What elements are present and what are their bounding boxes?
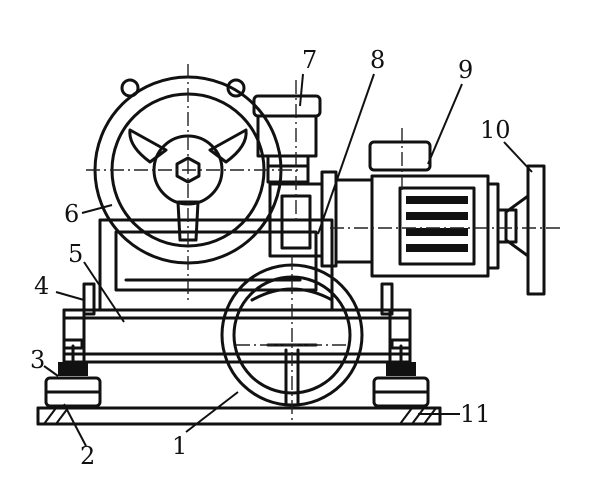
right-motor: [368, 140, 518, 278]
callout-4: 4: [34, 272, 49, 300]
callout-7: 7: [302, 46, 317, 74]
callout-10: 10: [480, 116, 511, 144]
callout-3: 3: [30, 346, 45, 374]
leader-lines: [43, 73, 533, 447]
right-isolator: [372, 338, 430, 408]
callout-9: 9: [458, 56, 473, 84]
callout-8: 8: [370, 46, 385, 74]
callout-6: 6: [64, 200, 79, 228]
callout-5: 5: [68, 240, 83, 268]
foundation-plate: [36, 406, 442, 426]
left-isolator: [44, 338, 102, 408]
top-motor: [252, 94, 322, 184]
callout-2: 2: [80, 442, 95, 470]
callout-1: 1: [172, 432, 187, 460]
callout-labels: 1 2 3 4 5 6 7 8 9 10 11: [30, 46, 511, 470]
center-lines: [86, 64, 560, 424]
end-handwheel: [504, 164, 546, 296]
callout-11: 11: [460, 400, 491, 428]
